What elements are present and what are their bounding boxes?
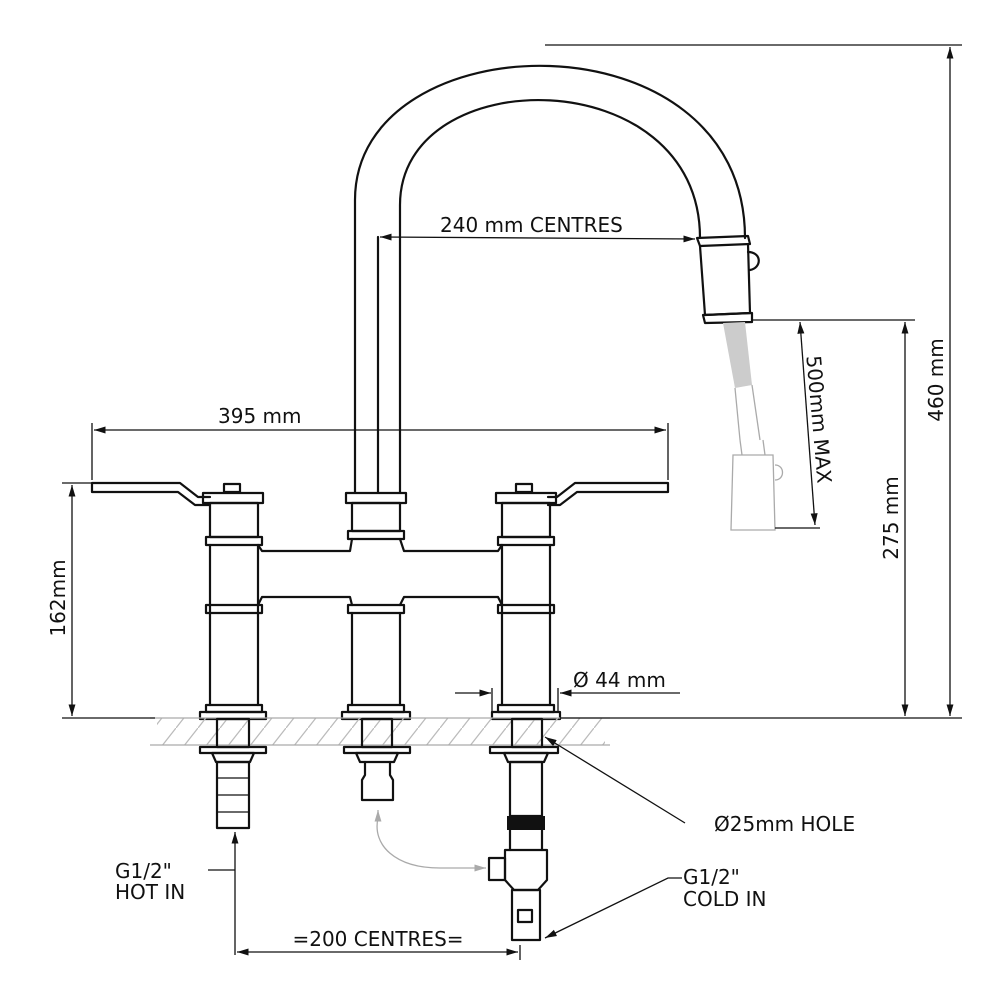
dimension-lines: [62, 44, 962, 960]
cold-lever: [514, 481, 670, 507]
deck-surface: [150, 717, 610, 746]
spout-height-label: 275 mm: [879, 476, 903, 560]
body-height-label: 162mm: [46, 559, 70, 636]
hole-label: Ø25mm HOLE: [714, 812, 855, 836]
hot-inlet-size: G1/2": [115, 859, 172, 883]
width-label: 395 mm: [218, 404, 302, 428]
spray-head: [695, 234, 760, 325]
inlet-centres-label: =200 CENTRES=: [292, 927, 463, 951]
spout-centres-label: 240 mm CENTRES: [440, 213, 623, 237]
total-height-label: 460 mm: [924, 338, 948, 422]
hot-inlet-label: HOT IN: [115, 880, 185, 904]
body-diameter-label: Ø 44 mm: [573, 668, 666, 692]
spout: [353, 64, 747, 494]
cold-inlet-label: COLD IN: [683, 887, 766, 911]
cold-inlet-size: G1/2": [683, 865, 740, 889]
shanks: [198, 717, 560, 942]
pulled-out-head-ghost: [723, 322, 784, 531]
tap-body: [198, 491, 562, 721]
